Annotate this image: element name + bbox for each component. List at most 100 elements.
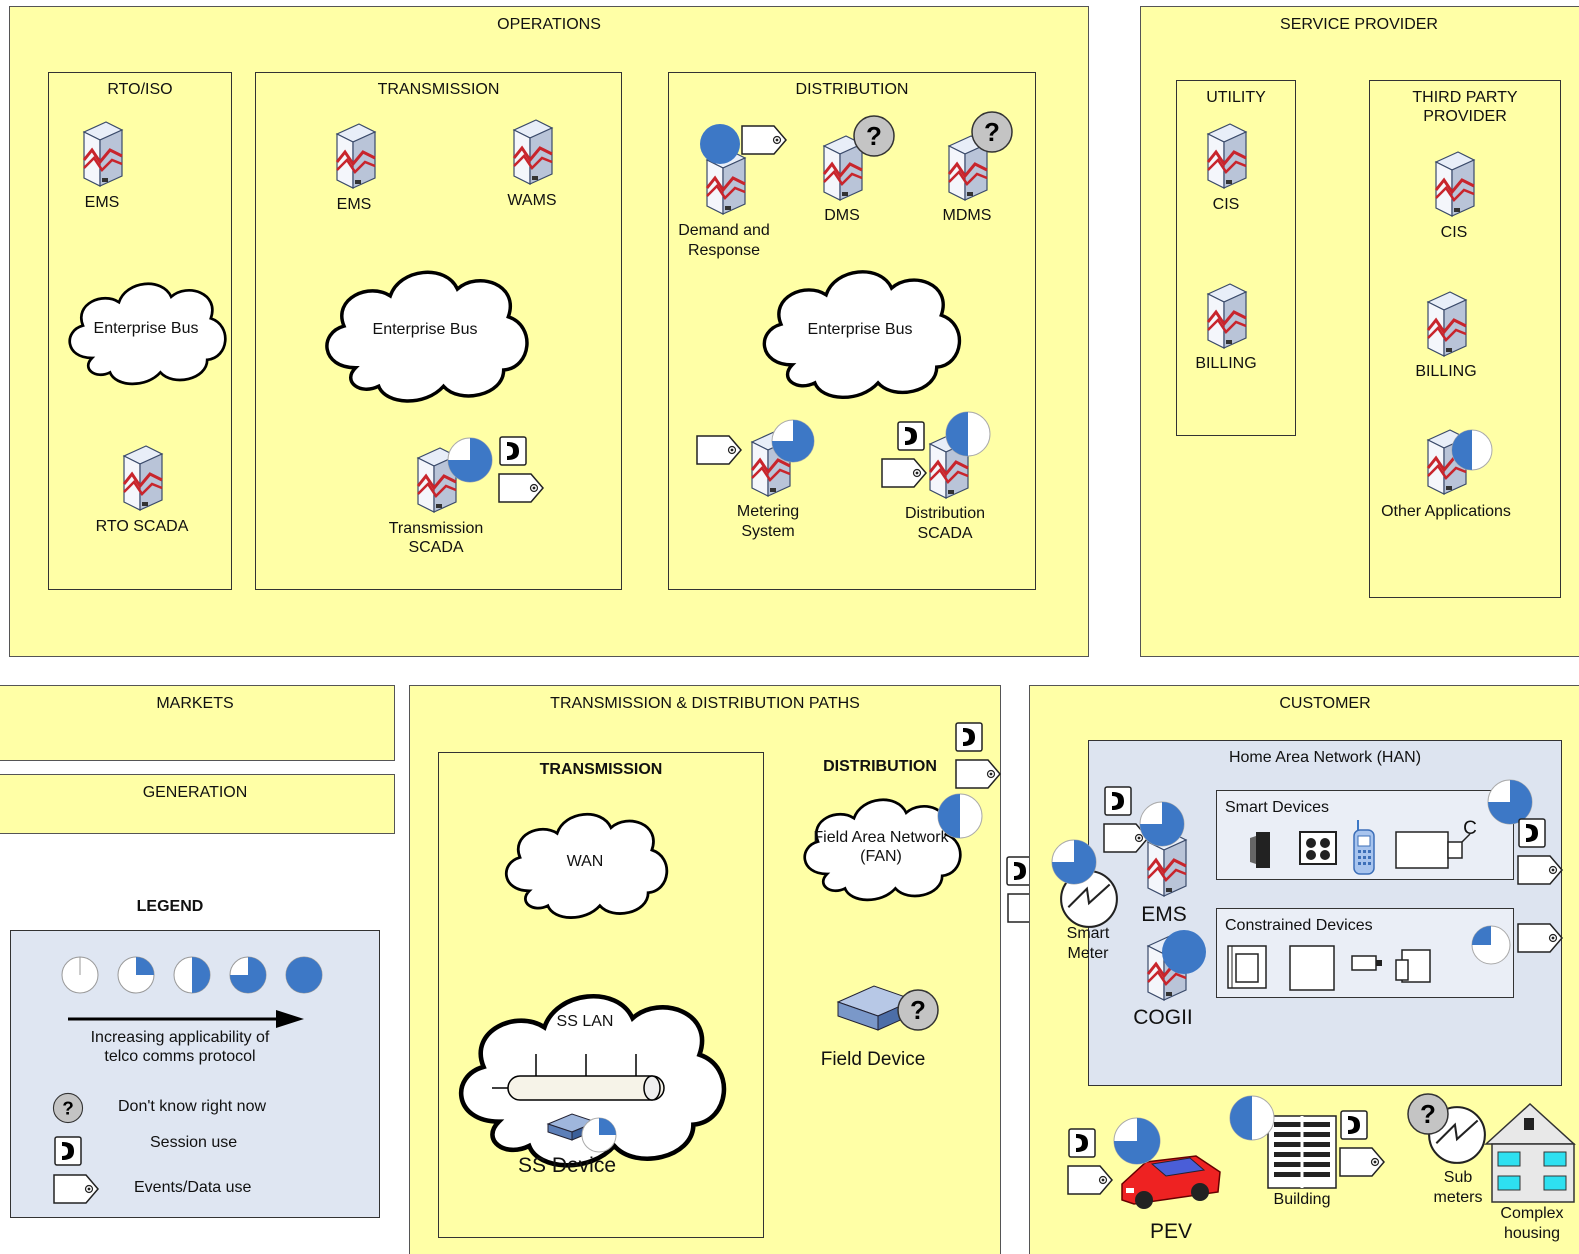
utility-title: UTILITY (1206, 89, 1266, 106)
utility-cis-server-icon[interactable] (1204, 122, 1248, 190)
thermostat-icon[interactable] (1226, 944, 1268, 990)
tp-billing-server-icon[interactable] (1424, 290, 1468, 358)
phone-icon (1340, 1110, 1368, 1140)
paths-transmission-box (438, 752, 764, 1238)
pie-icon (1471, 925, 1511, 965)
pie-icon (945, 411, 991, 457)
plug-icon[interactable] (1350, 952, 1386, 974)
wan-label: WAN (566, 853, 604, 870)
ops-transmission-box (255, 72, 622, 590)
field-device-label: Field Device (820, 1049, 926, 1070)
rto-iso-box (48, 72, 232, 590)
utility-billing-server-icon[interactable] (1204, 282, 1248, 350)
pie-icon (447, 437, 493, 483)
metering-label-1: Metering (736, 503, 800, 520)
sub-meters-label-1: Sub (1443, 1169, 1473, 1186)
generation-panel: GENERATION (0, 774, 395, 834)
paths-transmission-title: TRANSMISSION (539, 761, 663, 778)
pie-icon (937, 793, 983, 839)
customer-ems-label: EMS (1141, 903, 1187, 926)
pie-icon (581, 1117, 617, 1153)
tag-icon (497, 472, 545, 504)
question-icon (1406, 1092, 1450, 1136)
tag-icon (52, 1173, 100, 1205)
tag-icon (1516, 922, 1564, 954)
tx-wams-server-icon[interactable] (510, 118, 554, 186)
third-party-box (1369, 80, 1561, 598)
c-mark: C (1463, 818, 1477, 839)
legend-events-label: Events/Data use (134, 1179, 252, 1196)
rto-bus-label: Enterprise Bus (93, 320, 199, 337)
legend-arrow-label-2: telco comms protocol (104, 1048, 256, 1065)
rto-enterprise-bus-cloud[interactable]: Enterprise Bus (56, 268, 236, 394)
utility-billing-label: BILLING (1195, 355, 1257, 372)
tx-wams-label: WAMS (507, 192, 557, 209)
legend-pie-scale (61, 956, 323, 994)
smart-devices-title: Smart Devices (1225, 799, 1330, 816)
paths-panel: TRANSMISSION & DISTRIBUTION PATHS (409, 685, 1001, 1254)
question-icon (970, 110, 1014, 154)
legend-pie-fill-4 (286, 957, 322, 993)
tag-icon (1066, 1164, 1114, 1196)
markets-panel: MARKETS (0, 685, 395, 761)
stove-icon[interactable] (1298, 830, 1338, 866)
ops-distribution-title: DISTRIBUTION (795, 81, 909, 98)
camera-icon[interactable] (1394, 830, 1472, 870)
car-icon[interactable] (1118, 1142, 1224, 1214)
rto-iso-title: RTO/ISO (107, 81, 173, 98)
question-icon (896, 988, 940, 1032)
third-party-title-2: PROVIDER (1423, 108, 1507, 125)
pev-label: PEV (1149, 1220, 1193, 1243)
fan-cloud[interactable]: Field Area Network (FAN) (788, 784, 974, 910)
tp-other-label: Other Applications (1381, 503, 1511, 520)
dms-label: DMS (824, 207, 860, 224)
han-title: Home Area Network (HAN) (1228, 749, 1422, 766)
demand-response-label-2: Response (687, 242, 761, 259)
ops-transmission-title: TRANSMISSION (377, 81, 500, 98)
appliance-icon[interactable] (1246, 830, 1278, 870)
tx-enterprise-bus-cloud[interactable]: Enterprise Bus (308, 252, 542, 414)
wan-cloud[interactable]: WAN (492, 798, 678, 928)
phone-icon (499, 436, 527, 466)
pie-icon (1162, 930, 1206, 974)
dist-scada-label-2: SCADA (917, 525, 973, 542)
third-party-title-1: THIRD PARTY (1412, 89, 1518, 106)
paths-distribution-title: DISTRIBUTION (823, 758, 937, 775)
rto-ems-label: EMS (84, 194, 120, 211)
mobile-phone-icon[interactable] (1350, 818, 1378, 876)
ss-lan-cloud[interactable]: SS LAN (438, 962, 742, 1190)
tx-ems-server-icon[interactable] (333, 122, 377, 190)
tx-bus-label: Enterprise Bus (372, 321, 478, 338)
pie-icon (1451, 429, 1493, 471)
rto-scada-label: RTO SCADA (95, 518, 189, 535)
phone-icon (1104, 786, 1132, 816)
phone-icon (1068, 1128, 1096, 1158)
fan-label-1: Field Area Network (813, 829, 949, 846)
complex-housing-label-1: Complex (1500, 1205, 1564, 1222)
demand-response-label-1: Demand and (678, 222, 770, 239)
ss-device-label: SS Device (517, 1154, 617, 1177)
legend-pie-fill-3 (230, 957, 266, 993)
legend-arrow-label-1: Increasing applicability of (90, 1029, 270, 1046)
tag-icon (740, 124, 788, 156)
house-icon[interactable] (1482, 1100, 1578, 1204)
service-provider-title: SERVICE PROVIDER (1280, 16, 1438, 33)
pie-icon (1139, 801, 1185, 847)
sensor-box-icon[interactable] (1288, 944, 1336, 992)
switch-icon[interactable] (1394, 948, 1432, 984)
dist-scada-label-1: Distribution (904, 505, 986, 522)
legend-title: LEGEND (136, 898, 204, 915)
rto-ems-server-icon[interactable] (80, 120, 124, 188)
legend-pie-fill-2 (192, 957, 210, 993)
legend-unknown-label: Don't know right now (118, 1098, 267, 1115)
tag-icon (880, 457, 928, 489)
tag-icon (695, 434, 743, 466)
building-icon[interactable] (1264, 1114, 1340, 1190)
arrow-icon (68, 1010, 304, 1028)
tp-cis-server-icon[interactable] (1432, 150, 1476, 218)
building-label: Building (1273, 1191, 1331, 1208)
tag-icon (1516, 854, 1564, 886)
pie-icon (700, 124, 740, 164)
rto-scada-server-icon[interactable] (120, 444, 164, 512)
dist-enterprise-bus-cloud[interactable]: Enterprise Bus (744, 252, 976, 410)
